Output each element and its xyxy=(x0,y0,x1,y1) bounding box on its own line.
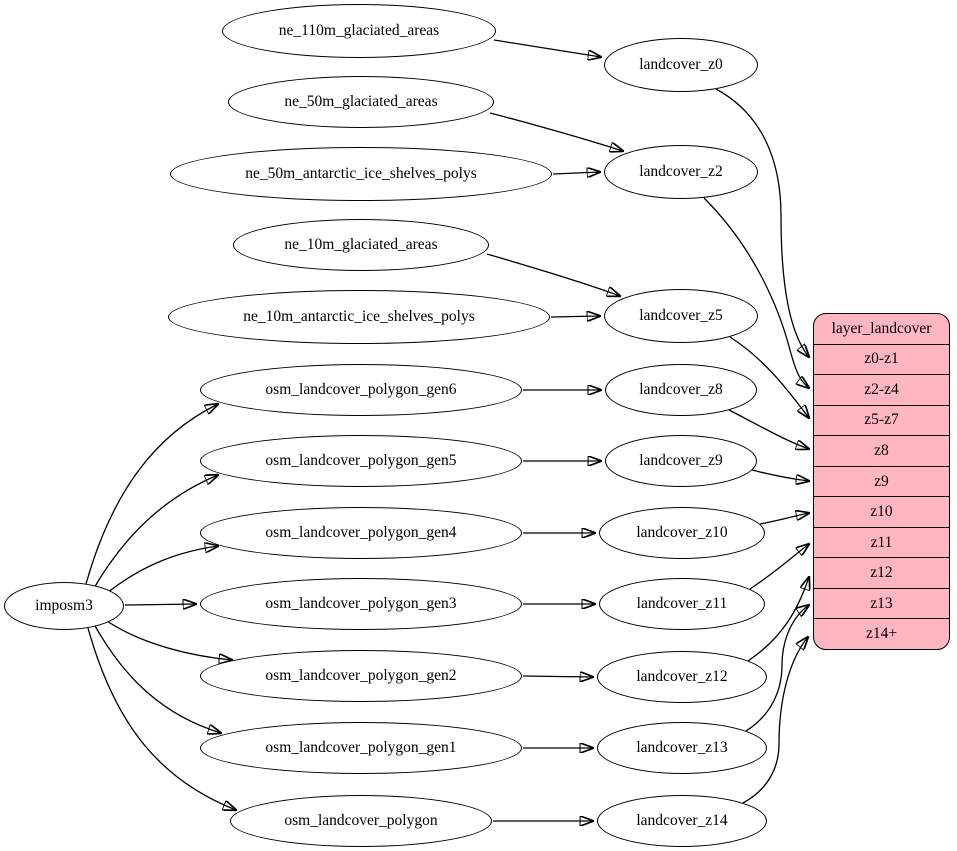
node-osm-landcover-polygon-gen2-label: osm_landcover_polygon_gen2 xyxy=(265,667,457,684)
record-row-z10: z10 xyxy=(814,496,949,527)
edge-z0-row xyxy=(715,88,809,357)
edge-z8-row xyxy=(728,409,809,449)
node-landcover-z14: landcover_z14 xyxy=(597,795,767,847)
node-osm-landcover-polygon-gen6: osm_landcover_polygon_gen6 xyxy=(200,364,522,416)
node-ne-50m-antarctic-ice-shelves-polys-label: ne_50m_antarctic_ice_shelves_polys xyxy=(245,165,477,182)
node-osm-landcover-polygon-gen3-label: osm_landcover_polygon_gen3 xyxy=(265,595,457,612)
node-osm-landcover-polygon-gen1-label: osm_landcover_polygon_gen1 xyxy=(265,739,457,756)
edge-ne110m-z0 xyxy=(493,39,601,57)
edge-z2-row xyxy=(703,197,809,388)
record-row-z5-z7: z5-z7 xyxy=(814,404,949,436)
node-landcover-z2: landcover_z2 xyxy=(604,145,758,199)
node-landcover-z13-label: landcover_z13 xyxy=(636,739,728,756)
edge-imposm3-gen1 xyxy=(93,623,221,733)
node-ne-10m-glaciated-areas-label: ne_10m_glaciated_areas xyxy=(284,236,438,253)
node-landcover-z0-label: landcover_z0 xyxy=(639,56,723,73)
node-landcover-z5-label: landcover_z5 xyxy=(639,307,723,324)
node-landcover-z9: landcover_z9 xyxy=(605,435,757,487)
node-osm-landcover-polygon-gen6-label: osm_landcover_polygon_gen6 xyxy=(265,381,457,398)
edge-ne10m-ant-z5 xyxy=(550,316,600,317)
node-osm-landcover-polygon: osm_landcover_polygon xyxy=(230,795,492,847)
node-landcover-z13: landcover_z13 xyxy=(597,722,767,774)
record-row-z9: z9 xyxy=(814,465,949,497)
node-osm-landcover-polygon-gen5: osm_landcover_polygon_gen5 xyxy=(200,435,522,487)
node-osm-landcover-polygon-gen1: osm_landcover_polygon_gen1 xyxy=(200,722,522,774)
edge-imposm3-gen5 xyxy=(93,475,218,589)
node-landcover-z14-label: landcover_z14 xyxy=(636,812,728,829)
edge-z13-row xyxy=(745,605,809,732)
node-landcover-z0: landcover_z0 xyxy=(604,38,758,92)
node-landcover-z12: landcover_z12 xyxy=(597,651,767,703)
edge-z14-row xyxy=(742,637,808,804)
node-osm-landcover-polygon-gen3: osm_landcover_polygon_gen3 xyxy=(200,578,522,630)
record-title: layer_landcover xyxy=(831,319,932,337)
edge-imposm3-polygon xyxy=(87,627,236,810)
node-imposm3-label: imposm3 xyxy=(35,597,93,614)
record-row-z13: z13 xyxy=(814,587,949,619)
node-landcover-z11-label: landcover_z11 xyxy=(636,595,728,612)
edge-z5-row xyxy=(729,336,809,418)
edge-z11-row xyxy=(749,544,809,590)
edge-imposm3-gen4 xyxy=(106,546,218,594)
node-osm-landcover-polygon-label: osm_landcover_polygon xyxy=(284,812,438,829)
edge-z10-row xyxy=(759,513,809,525)
node-landcover-z8-label: landcover_z8 xyxy=(639,381,723,398)
node-imposm3: imposm3 xyxy=(4,582,124,630)
node-landcover-z11: landcover_z11 xyxy=(599,578,765,630)
node-osm-landcover-polygon-gen2: osm_landcover_polygon_gen2 xyxy=(200,650,522,702)
edge-ne50m-z2 xyxy=(489,112,623,151)
edge-imposm3-gen2 xyxy=(103,618,232,660)
node-ne-10m-glaciated-areas: ne_10m_glaciated_areas xyxy=(233,219,489,271)
node-ne-50m-glaciated-areas-label: ne_50m_glaciated_areas xyxy=(284,93,438,110)
node-osm-landcover-polygon-gen4-label: osm_landcover_polygon_gen4 xyxy=(265,524,457,541)
edge-imposm3-gen6 xyxy=(85,404,218,585)
node-landcover-z10-label: landcover_z10 xyxy=(636,524,728,541)
record-row-z8: z8 xyxy=(814,435,949,466)
node-landcover-z10: landcover_z10 xyxy=(599,507,765,559)
node-ne-110m-glaciated-areas-label: ne_110m_glaciated_areas xyxy=(278,22,440,39)
node-ne-50m-antarctic-ice-shelves-polys: ne_50m_antarctic_ice_shelves_polys xyxy=(170,147,552,201)
edge-z12-row xyxy=(747,577,809,662)
node-landcover-z9-label: landcover_z9 xyxy=(639,452,723,469)
node-ne-10m-antarctic-ice-shelves-polys-label: ne_10m_antarctic_ice_shelves_polys xyxy=(243,308,475,325)
record-row-z2-z4: z2-z4 xyxy=(814,374,949,405)
record-row-z12: z12 xyxy=(814,557,949,588)
edge-z9-row xyxy=(751,469,809,481)
node-osm-landcover-polygon-gen4: osm_landcover_polygon_gen4 xyxy=(200,507,522,559)
record-row-z14plus: z14+ xyxy=(814,618,949,649)
edge-imposm3-gen3 xyxy=(124,604,196,605)
node-landcover-z2-label: landcover_z2 xyxy=(639,163,723,180)
edge-ne10m-z5 xyxy=(486,253,620,296)
node-landcover-z12-label: landcover_z12 xyxy=(636,668,728,685)
node-landcover-z5: landcover_z5 xyxy=(604,289,758,343)
edge-gen2-z12 xyxy=(522,676,593,677)
record-row-z11: z11 xyxy=(814,526,949,558)
node-osm-landcover-polygon-gen5-label: osm_landcover_polygon_gen5 xyxy=(265,452,457,469)
node-ne-10m-antarctic-ice-shelves-polys: ne_10m_antarctic_ice_shelves_polys xyxy=(168,290,550,344)
edge-ne50m-ant-z2 xyxy=(552,172,600,174)
record-row-z0-z1: z0-z1 xyxy=(814,343,949,375)
node-layer-landcover: layer_landcover z0-z1 z2-z4 z5-z7 z8 z9 … xyxy=(813,313,950,650)
node-ne-50m-glaciated-areas: ne_50m_glaciated_areas xyxy=(228,76,494,128)
node-landcover-z8: landcover_z8 xyxy=(605,364,757,416)
node-ne-110m-glaciated-areas: ne_110m_glaciated_areas xyxy=(222,4,496,58)
